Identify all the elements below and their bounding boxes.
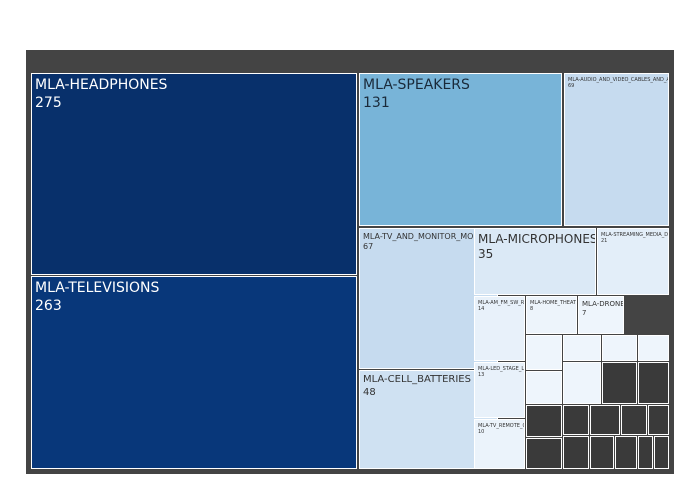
tile-label-text: MLA-HEADPHONES [35, 77, 168, 93]
tile-value: 21 [601, 238, 608, 245]
treemap-small-tile[interactable] [526, 335, 562, 370]
tile-label-text: MLA-LED_STAGE_LIGHTS [478, 366, 525, 372]
tile-value: 67 [363, 242, 374, 251]
tile-label-text: MLA-TV_AND_MONITOR_MOUNTS [363, 232, 496, 241]
tile-label-text: MLA-TV_REMOTE_CONTROLS [478, 423, 524, 429]
tile-value: 13 [478, 372, 485, 379]
tile-label-text: MLA-HOME_THEATERS [530, 300, 577, 306]
tile-value: 14 [478, 306, 485, 313]
tile-label: MLA-LED_STAGE_LIGHTS13 [478, 366, 525, 379]
treemap-small-tile[interactable] [602, 362, 637, 404]
tile-value: 131 [363, 94, 390, 111]
tile-label: MLA-HOME_THEATERS8 [530, 300, 577, 313]
treemap-tile-mla-drones[interactable]: MLA-DRONES7 [578, 296, 624, 334]
treemap-tile-mla-am-fm-sw-radios[interactable]: MLA-AM_FM_SW_RADIOS14 [474, 296, 525, 361]
treemap-small-tile[interactable] [590, 405, 620, 435]
treemap-small-tile[interactable] [638, 362, 669, 404]
tile-label: MLA-TV_REMOTE_CONTROLS10 [478, 423, 524, 436]
treemap-small-tile[interactable] [563, 335, 601, 361]
tile-value: 48 [363, 386, 376, 398]
tile-label: MLA-DRONES7 [582, 300, 623, 318]
tile-value: 7 [582, 308, 587, 317]
tile-value: 8 [530, 306, 534, 313]
tile-label-text: MLA-AUDIO_AND_VIDEO_CABLES_AND_ADAPTERS [568, 77, 668, 83]
treemap-small-tile[interactable] [563, 405, 589, 435]
treemap-small-tile[interactable] [638, 436, 653, 469]
tile-value: 275 [35, 94, 62, 111]
treemap-small-tile[interactable] [563, 436, 589, 469]
treemap-small-tile[interactable] [654, 436, 669, 469]
tile-label: MLA-AUDIO_AND_VIDEO_CABLES_AND_ADAPTERS6… [568, 77, 668, 90]
treemap-small-tile[interactable] [526, 438, 562, 469]
tile-value: 35 [478, 247, 494, 261]
tile-value: 69 [568, 83, 575, 90]
tile-label: MLA-STREAMING_MEDIA_DEVICES21 [601, 232, 669, 245]
treemap-small-tile[interactable] [602, 335, 637, 361]
treemap-small-tile[interactable] [526, 371, 562, 404]
tile-label-text: MLA-STREAMING_MEDIA_DEVICES [601, 232, 669, 238]
tile-label-text: MLA-TELEVISIONS [35, 280, 160, 296]
treemap-small-tile[interactable] [563, 362, 601, 404]
tile-label-text: MLA-SPEAKERS [363, 77, 470, 93]
treemap-tile-mla-tv-remote-controls[interactable]: MLA-TV_REMOTE_CONTROLS10 [474, 419, 525, 469]
treemap-small-tile[interactable] [526, 405, 562, 437]
treemap-small-tile[interactable] [615, 436, 637, 469]
treemap-small-tile[interactable] [648, 405, 669, 435]
tile-label-text: MLA-CELL_BATTERIES [363, 374, 471, 385]
tile-value: 10 [478, 429, 485, 436]
treemap-tile-mla-led-stage-lights[interactable]: MLA-LED_STAGE_LIGHTS13 [474, 362, 525, 418]
treemap-tile-mla-streaming-media-devices[interactable]: MLA-STREAMING_MEDIA_DEVICES21 [597, 228, 669, 295]
tile-label-text: MLA-DRONES [582, 300, 623, 308]
treemap-small-tile[interactable] [590, 436, 614, 469]
treemap-small-tile[interactable] [638, 335, 669, 361]
treemap-tile-mla-home-theaters[interactable]: MLA-HOME_THEATERS8 [526, 296, 577, 334]
tile-label-text: MLA-AM_FM_SW_RADIOS [478, 300, 525, 306]
tile-value: 263 [35, 297, 62, 314]
tile-label-text: MLA-MICROPHONES [478, 232, 596, 246]
treemap-tile-mla-audio-and-video-cables-and-adapters[interactable]: MLA-AUDIO_AND_VIDEO_CABLES_AND_ADAPTERS6… [564, 73, 669, 226]
tile-label: MLA-AM_FM_SW_RADIOS14 [478, 300, 525, 313]
treemap-small-tile[interactable] [621, 405, 647, 435]
